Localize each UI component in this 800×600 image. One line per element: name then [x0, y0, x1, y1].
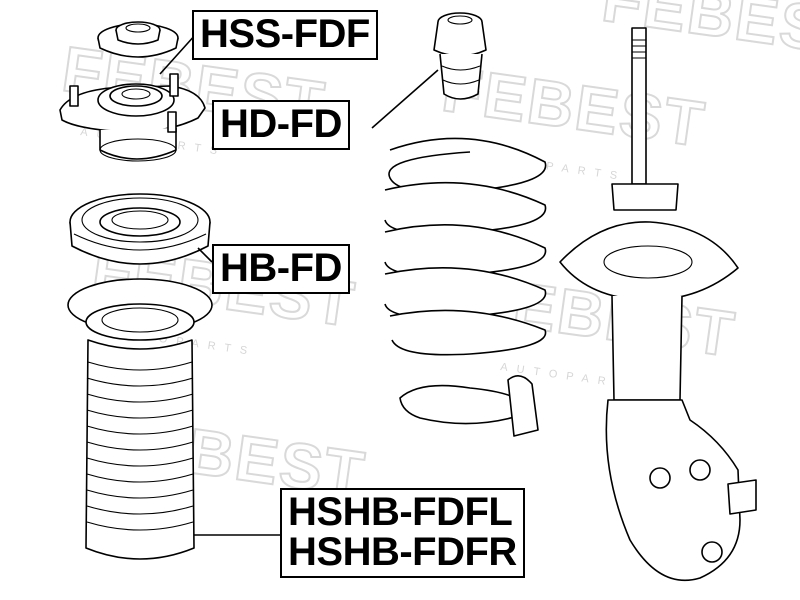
- strut-part: [559, 27, 757, 582]
- label-hd-text: HD-FD: [220, 102, 342, 146]
- dust-boot-part: [67, 278, 213, 560]
- bump-stop-part: [433, 12, 487, 100]
- watermark-brand: FEBEST: [598, 0, 800, 71]
- label-hshb-right-text: HSHB-FDFR: [288, 530, 517, 574]
- label-hss-text: HSS-FDF: [200, 12, 370, 56]
- leader-hd: [371, 69, 439, 129]
- coil-spring-part: [384, 137, 547, 356]
- label-hss-fdf: HSS-FDF: [192, 10, 378, 60]
- label-hshb-fdfl-fdfr: HSHB-FDFL HSHB-FDFR: [280, 488, 525, 578]
- bearing-part: [69, 193, 211, 265]
- label-hshb-left-text: HSHB-FDFL: [288, 490, 513, 534]
- spring-seat-part: [399, 375, 539, 437]
- label-hb-text: HB-FD: [220, 246, 342, 290]
- leader-hss: [159, 33, 197, 75]
- strut-mount-part: [59, 73, 206, 162]
- label-hd-fd: HD-FD: [212, 100, 350, 150]
- leader-lines: [159, 33, 439, 536]
- leader-hb: [197, 247, 213, 263]
- label-hb-fd: HB-FD: [212, 244, 350, 294]
- upper-seat-part: [97, 21, 179, 58]
